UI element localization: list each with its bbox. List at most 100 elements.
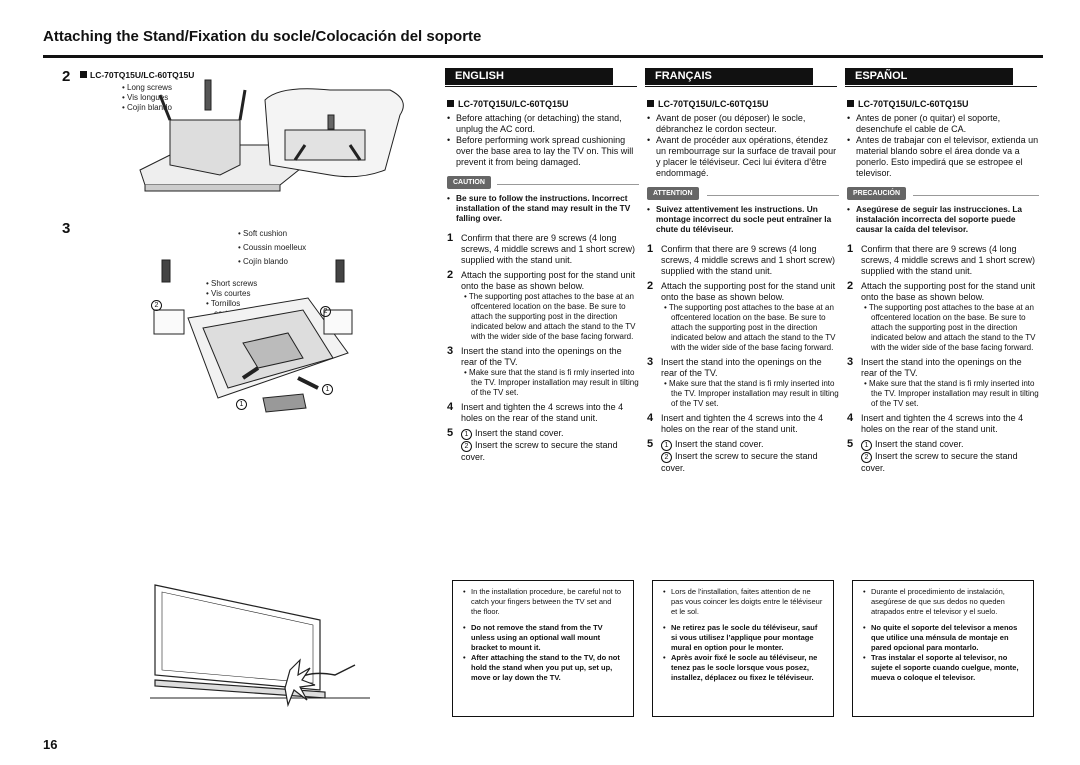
bullet: Before attaching (or detaching) the stan… bbox=[447, 113, 639, 135]
precaucion-text: Asegúrese de seguir las instrucciones. L… bbox=[847, 204, 1039, 234]
stand-base-illustration bbox=[139, 79, 404, 192]
figure-step3-cushion-labels: • Soft cushion • Coussin moelleux • Cojí… bbox=[238, 227, 306, 269]
screwdriver-left bbox=[204, 79, 212, 111]
header-francais: FRANÇAIS bbox=[645, 68, 813, 85]
step-3-note: Make sure that the stand is fi rmly inse… bbox=[847, 379, 1039, 409]
tv-panel-detail bbox=[242, 332, 304, 369]
bullet: Avant de procéder aux opérations, étende… bbox=[647, 135, 839, 179]
caution-burst bbox=[284, 658, 316, 708]
figure-step2-model: LC-70TQ15U/LC-60TQ15U bbox=[80, 70, 194, 80]
tv-lift-caution-illustration bbox=[150, 584, 370, 708]
note-text: In the installation procedure, be carefu… bbox=[463, 587, 623, 617]
model-heading: LC-70TQ15U/LC-60TQ15U bbox=[847, 99, 1039, 110]
label-vis-courtes: • Vis courtes bbox=[206, 289, 251, 298]
label-short-screws: • Short screws bbox=[206, 279, 258, 288]
figure-step3-number: 3 bbox=[62, 220, 71, 237]
figure-step2-model-text: LC-70TQ15U/LC-60TQ15U bbox=[90, 70, 195, 80]
precaucion-badge: PRECAUCIÓN bbox=[847, 187, 907, 200]
column-english: LC-70TQ15U/LC-60TQ15U Before attaching (… bbox=[447, 99, 639, 463]
title-rule bbox=[43, 55, 1043, 58]
bracket-inner bbox=[284, 129, 366, 161]
note-bold: Tras instalar el soporte al televisor, n… bbox=[863, 653, 1023, 683]
step-2-note: The supporting post attaches to the base… bbox=[647, 303, 839, 353]
note-bold: After attaching the stand to the TV, do … bbox=[463, 653, 623, 683]
caution-rule bbox=[497, 184, 639, 185]
label-soft-cushion: • Soft cushion bbox=[238, 229, 288, 238]
note-bold: Ne retirez pas le socle du téléviseur, s… bbox=[663, 623, 823, 653]
stand-cover bbox=[262, 393, 307, 413]
marker-2-left: 2 bbox=[151, 294, 165, 312]
stand-post-arms bbox=[158, 89, 247, 121]
bullet: Antes de trabajar con el televisor, exti… bbox=[847, 135, 1039, 179]
note-box-espanol: Durante el procedimiento de instalación,… bbox=[852, 580, 1034, 717]
note-bold: Do not remove the stand from the TV unle… bbox=[463, 623, 623, 653]
header-english: ENGLISH bbox=[445, 68, 613, 85]
model-heading: LC-70TQ15U/LC-60TQ15U bbox=[447, 99, 639, 110]
model-heading: LC-70TQ15U/LC-60TQ15U bbox=[647, 99, 839, 110]
step-3-note: Make sure that the stand is fi rmly inse… bbox=[647, 379, 839, 409]
attention-text: Suivez attentivement les instructions. U… bbox=[647, 204, 839, 234]
column-espanol: LC-70TQ15U/LC-60TQ15U Antes de poner (o … bbox=[847, 99, 1039, 474]
page-number: 16 bbox=[43, 737, 58, 752]
stand-base-side bbox=[144, 185, 281, 192]
figure-step2-number: 2 bbox=[62, 68, 71, 85]
bullet: Antes de poner (o quitar) el soporte, de… bbox=[847, 113, 1039, 135]
screw-plate-left bbox=[153, 309, 185, 335]
label-cojin-blando: • Cojín blando bbox=[122, 103, 172, 112]
tv-screen bbox=[154, 584, 321, 691]
tv-back-illustration bbox=[153, 259, 353, 413]
note-box-francais: Lors de l’installation, faites attention… bbox=[652, 580, 834, 717]
header-espanol: ESPAÑOL bbox=[845, 68, 1013, 85]
screwdriver-b bbox=[335, 259, 345, 283]
label-long-screws: • Long screws bbox=[122, 83, 172, 92]
attention-badge: ATTENTION bbox=[647, 187, 699, 200]
label-vis-longues: • Vis longues bbox=[122, 93, 169, 102]
bullet: Avant de poser (ou déposer) le socle, dé… bbox=[647, 113, 839, 135]
step-2-note: The supporting post attaches to the base… bbox=[447, 292, 639, 342]
note-box-english: In the installation procedure, be carefu… bbox=[452, 580, 634, 717]
precaucion-rule bbox=[913, 195, 1039, 196]
caution-text: Be sure to follow the instructions. Inco… bbox=[447, 193, 639, 223]
bracket-screw bbox=[327, 114, 335, 130]
note-text: Durante el procedimiento de instalación,… bbox=[863, 587, 1023, 617]
note-bold: No quite el soporte del televisor a meno… bbox=[863, 623, 1023, 653]
label-coussin-moelleux: • Coussin moelleux bbox=[238, 243, 307, 252]
header-francais-rule bbox=[645, 86, 837, 87]
insert-arrow bbox=[297, 376, 319, 390]
column-francais: LC-70TQ15U/LC-60TQ15U Avant de poser (ou… bbox=[647, 99, 839, 474]
figure-step2-labels: • Long screws • Vis longues • Cojín blan… bbox=[122, 83, 172, 113]
tv-screen-inner bbox=[161, 591, 314, 684]
bracket-arrows bbox=[293, 144, 362, 161]
marker-2-right: 2 bbox=[320, 300, 334, 318]
bullet: Before performing work spread cushioning… bbox=[447, 135, 639, 168]
label-tornillos: • Tornillos bbox=[206, 299, 241, 308]
note-text: Lors de l’installation, faites attention… bbox=[663, 587, 823, 617]
note-bold: Après avoir fixé le socle au téléviseur,… bbox=[663, 653, 823, 683]
header-english-rule bbox=[445, 86, 637, 87]
step-2-note: The supporting post attaches to the base… bbox=[847, 303, 1039, 353]
stand-post bbox=[169, 119, 241, 176]
label-cojin-blando-2: • Cojín blando bbox=[238, 257, 288, 266]
marker-1-right: 1 bbox=[322, 378, 336, 396]
marker-1-left: 1 bbox=[236, 393, 250, 411]
step-3-note: Make sure that the stand is fi rmly inse… bbox=[447, 368, 639, 398]
header-espanol-rule bbox=[845, 86, 1037, 87]
page-title: Attaching the Stand/Fixation du socle/Co… bbox=[43, 28, 482, 45]
attention-rule bbox=[707, 195, 839, 196]
insert-arrow-2 bbox=[241, 366, 260, 380]
